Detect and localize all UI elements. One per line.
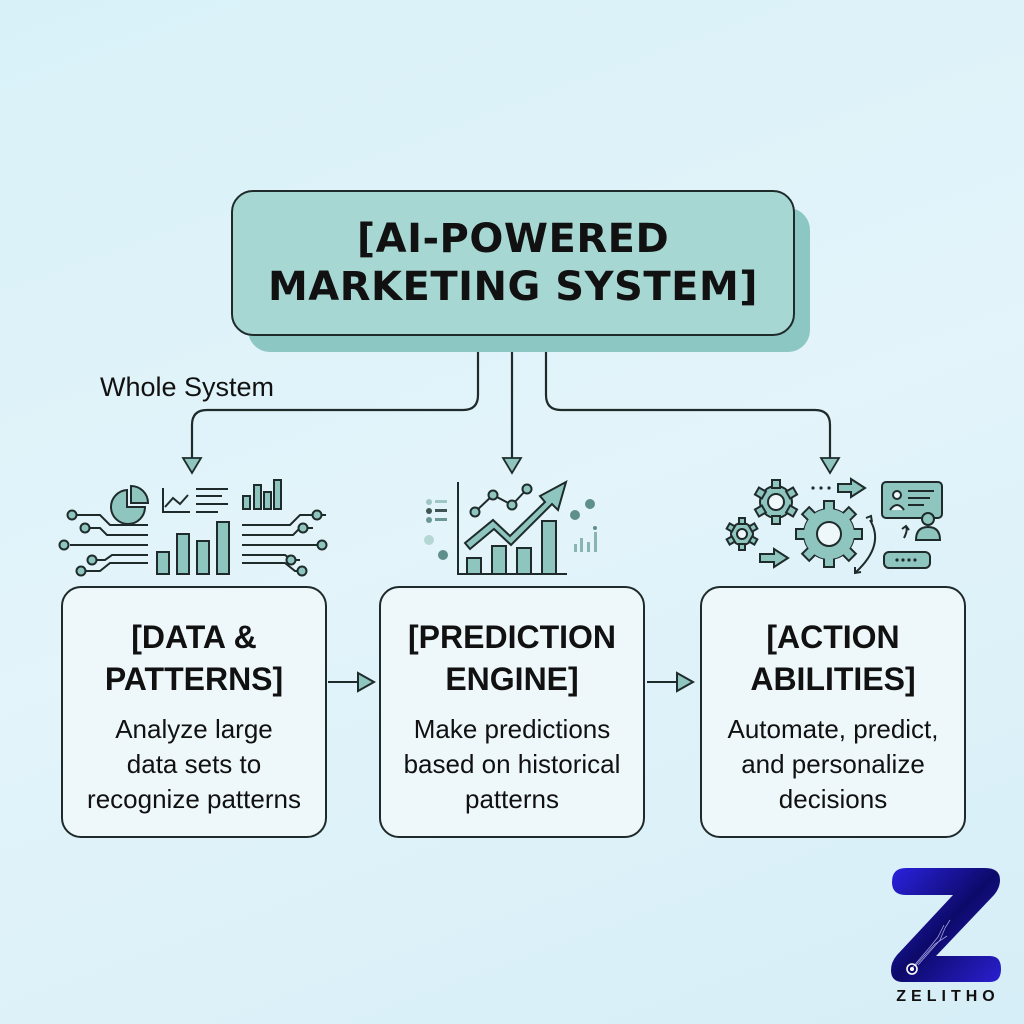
- flow-arrow-1: [328, 671, 377, 693]
- branch-arrowheads: [181, 457, 841, 475]
- card-title: [PREDICTION ENGINE]: [408, 619, 616, 697]
- gear-icon-large: [795, 500, 863, 568]
- arrow-right-icon: [759, 547, 790, 569]
- gear-icon-medium: [753, 479, 799, 525]
- card-prediction-engine: [PREDICTION ENGINE] Make predictions bas…: [379, 586, 645, 838]
- card-data-patterns: [DATA & PATTERNS] Analyze large data set…: [61, 586, 327, 838]
- gear-icon-small: [725, 517, 759, 551]
- system-header-box: [AI-POWERED MARKETING SYSTEM]: [231, 190, 795, 336]
- zelitho-logo-icon: [891, 868, 1001, 982]
- brand-name: ZELITHO: [896, 988, 1000, 1005]
- card-title: [DATA & PATTERNS]: [104, 619, 284, 697]
- arrow-right-icon: [837, 477, 867, 499]
- trend-chart-icon: [457, 479, 568, 575]
- data-analytics-icon: [58, 479, 328, 577]
- automation-gears-icon: [725, 477, 943, 575]
- card-title: [ACTION ABILITIES]: [750, 619, 916, 697]
- system-title: [AI-POWERED MARKETING SYSTEM]: [267, 216, 759, 310]
- card-description: Analyze large data sets to recognize pat…: [87, 714, 301, 814]
- branch-connectors: [190, 340, 832, 460]
- trend-chart-decorations: [424, 499, 597, 560]
- card-action-abilities: [ACTION ABILITIES] Automate, predict, an…: [700, 586, 966, 838]
- whole-system-label: Whole System: [100, 372, 275, 402]
- card-description: Automate, predict, and personalize decis…: [727, 714, 939, 814]
- flow-arrow-2: [647, 671, 696, 693]
- card-description: Make predictions based on historical pat…: [403, 714, 621, 814]
